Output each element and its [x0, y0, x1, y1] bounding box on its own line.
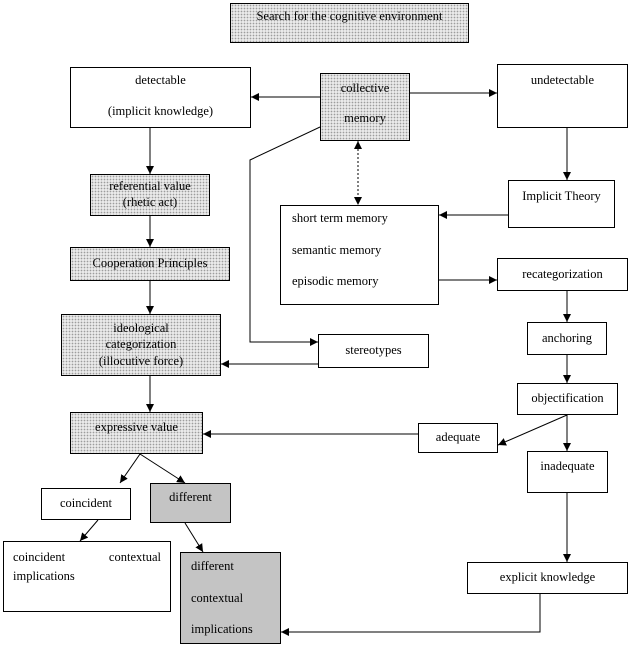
- node-implicit-theory: Implicit Theory: [508, 180, 615, 228]
- node-label: memory: [344, 110, 386, 125]
- node-label: contextual: [191, 590, 244, 605]
- node-collective-memory: collective memory: [320, 73, 410, 141]
- node-label: different: [169, 490, 212, 504]
- node-explicit-knowledge: explicit knowledge: [467, 562, 628, 594]
- node-label: coincident: [13, 550, 66, 564]
- node-different-contextual-implications: different contextual implications: [180, 552, 281, 644]
- arrow-expressive-to-coincident: [119, 453, 141, 484]
- node-expressive-value: expressive value: [70, 412, 203, 454]
- node-referential-value: referential value (rhetic act): [90, 174, 210, 216]
- node-label: (implicit knowledge): [107, 103, 214, 118]
- node-label: (rhetic act): [122, 195, 178, 209]
- node-coincident: coincident: [41, 488, 131, 520]
- node-label: adequate: [435, 430, 481, 445]
- node-label: stereotypes: [345, 343, 402, 358]
- node-ideological-categorization: ideological categorization (illocutive f…: [61, 314, 221, 376]
- node-objectification: objectification: [517, 383, 618, 415]
- arrow-expressive-to-different: [139, 453, 186, 484]
- implications-first-line: coincident contextual: [13, 548, 161, 567]
- node-different: different: [150, 483, 231, 523]
- node-label: implications: [191, 622, 253, 637]
- node-label: coincident: [59, 496, 113, 511]
- arrow-objectification-to-adequate: [497, 414, 568, 446]
- node-label: categorization: [105, 337, 177, 352]
- node-label: (illocutive force): [98, 353, 184, 368]
- node-label: undetectable: [530, 73, 595, 87]
- arrow-coincident-to-implications: [79, 519, 99, 542]
- node-recategorization: recategorization: [497, 258, 628, 291]
- node-adequate: adequate: [418, 423, 498, 453]
- arrow-different-to-implications: [184, 522, 204, 553]
- node-label: anchoring: [542, 330, 592, 345]
- node-label: objectification: [531, 391, 604, 405]
- node-label: Cooperation Principles: [92, 256, 208, 271]
- node-label: Search for the cognitive environment: [256, 9, 443, 23]
- node-label: inadequate: [540, 459, 595, 473]
- node-inadequate: inadequate: [527, 451, 608, 493]
- memory-item-episodic: episodic memory: [292, 274, 379, 289]
- node-label: collective: [340, 81, 390, 95]
- node-label: expressive value: [95, 420, 178, 434]
- node-label: contextual: [108, 550, 161, 564]
- node-coincident-contextual-implications: coincident contextual implications: [3, 541, 171, 612]
- node-label: recategorization: [522, 267, 603, 281]
- arrow-collective-to-stereotypes: [249, 126, 321, 346]
- node-label: explicit knowledge: [499, 570, 596, 585]
- node-undetectable: undetectable: [497, 64, 628, 128]
- arrow-explicit-to-implications: [281, 594, 541, 636]
- node-detectable: detectable (implicit knowledge): [70, 67, 251, 128]
- node-stereotypes: stereotypes: [318, 334, 429, 368]
- node-label: ideological: [113, 321, 169, 335]
- memory-item-semantic: semantic memory: [292, 242, 382, 257]
- node-anchoring: anchoring: [527, 322, 607, 355]
- node-label: implications: [13, 568, 75, 583]
- node-memory-types: short term memory semantic memory episod…: [280, 205, 439, 305]
- memory-item-short-term: short term memory: [292, 211, 388, 225]
- node-label: referential value: [109, 179, 191, 194]
- node-label: Implicit Theory: [522, 189, 601, 203]
- node-label: detectable: [135, 73, 186, 87]
- node-search-cognitive-environment: Search for the cognitive environment: [230, 3, 469, 43]
- node-cooperation-principles: Cooperation Principles: [70, 247, 230, 281]
- node-label: different: [191, 559, 234, 573]
